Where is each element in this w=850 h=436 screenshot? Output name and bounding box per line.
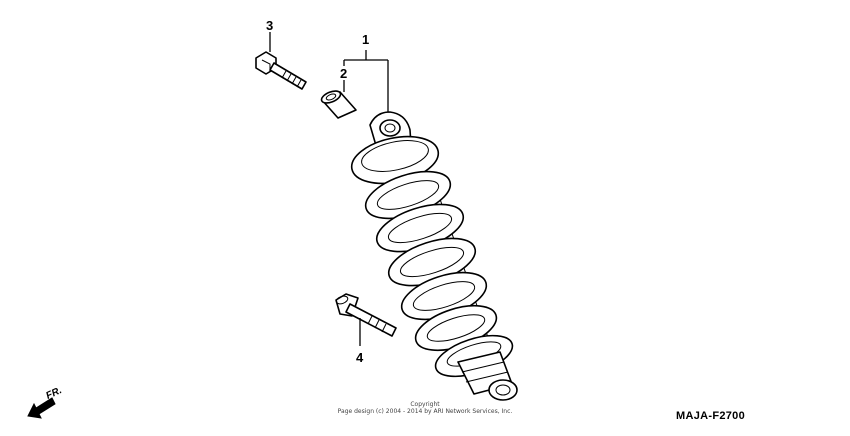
copyright-line-2: Page design (c) 2004 - 2014 by ARI Netwo… xyxy=(337,408,513,415)
diagram-code: MAJA-F2700 xyxy=(676,410,746,422)
stud-part-4[interactable] xyxy=(335,293,397,346)
callout-4: 4 xyxy=(356,350,364,365)
bolt-part-3[interactable] xyxy=(255,32,307,90)
copyright-line-1: Copyright xyxy=(410,401,440,408)
bushing-part-2[interactable] xyxy=(320,80,357,119)
callout-3: 3 xyxy=(266,18,273,33)
callout-2: 2 xyxy=(340,66,347,81)
front-direction-arrow xyxy=(27,397,56,419)
shock-absorber-part-1[interactable] xyxy=(347,111,518,401)
callout-1: 1 xyxy=(362,32,369,47)
callout-1-leader xyxy=(343,50,389,112)
